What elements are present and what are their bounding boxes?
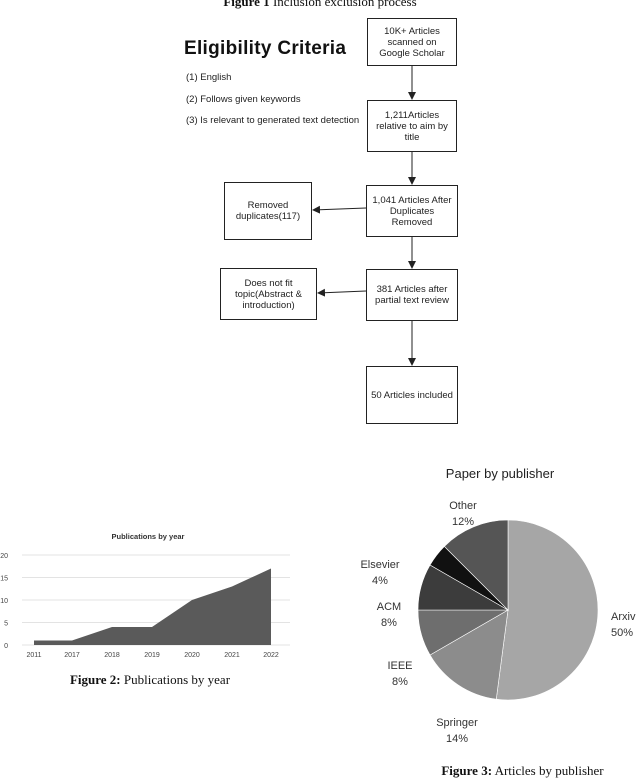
figure-1-caption: Figure 1 Inclusion exclusion process	[0, 0, 640, 10]
flow-box-text-review: 381 Articles after partial text review	[366, 269, 458, 321]
pie-label-name: Other	[449, 500, 477, 512]
pie-label-value: 14%	[445, 733, 469, 745]
criterion-3: (3) Is relevant to generated text detect…	[186, 115, 360, 126]
pie-label-value: 12%	[451, 516, 475, 528]
x-tick-2021: 2021	[224, 652, 240, 659]
pie-label-name: Elsevier	[360, 559, 400, 571]
pie-title: Paper by publisher	[445, 466, 555, 481]
figure-2-label: Figure 2:	[69, 672, 121, 687]
flow-box-title-filter: 1,211Articles relative to aim by title	[367, 100, 457, 152]
arrow-3-removed	[312, 205, 367, 214]
pie-label-value: 50%	[611, 627, 634, 639]
x-tick-2019: 2019	[144, 652, 160, 659]
pie-label-name: IEEE	[387, 660, 413, 672]
figure-1-label: Figure 1	[223, 0, 270, 9]
x-tick-2018: 2018	[104, 652, 120, 659]
arrow-4-notfit	[317, 288, 367, 297]
y-tick-15: 15	[0, 576, 8, 583]
pie-label-ieee: IEEE 8%	[370, 658, 430, 690]
flow-box-not-fit-topic: Does not fit topic(Abstract & introducti…	[220, 268, 317, 320]
publisher-pie-chart	[417, 519, 599, 701]
y-tick-10: 10	[0, 598, 8, 605]
figure-3-label: Figure 3:	[441, 763, 493, 778]
flow-box-included: 50 Articles included	[366, 366, 458, 424]
pie-label-name: Arxiv	[611, 611, 636, 623]
x-tick-2011: 2011	[26, 652, 41, 659]
pie-label-name: ACM	[376, 601, 402, 613]
publications-area-chart: Publications by year 0 5 10 15 20 2011 2017 2018…	[0, 532, 290, 659]
pie-label-acm: ACM 8%	[359, 599, 419, 631]
pie-slice-other	[443, 519, 509, 611]
pie-label-elsevier: Elsevier 4%	[350, 557, 410, 589]
pie-label-name: Springer	[436, 717, 478, 729]
pie-label-arxiv: Arxiv 50%	[611, 609, 640, 641]
figure-1-caption-text: Inclusion exclusion process	[272, 0, 417, 9]
x-tick-2022: 2022	[263, 652, 279, 659]
pie-label-value: 8%	[392, 676, 408, 688]
x-tick-2020: 2020	[184, 652, 200, 659]
eligibility-title: Eligibility Criteria	[184, 38, 347, 59]
flow-box-scanned: 10K+ Articles scanned on Google Scholar	[367, 18, 457, 66]
pie-slice-arxiv	[495, 519, 599, 701]
flow-box-removed-duplicates: Removed duplicates(117)	[224, 182, 312, 240]
area-chart-title: Publications by year	[112, 532, 185, 541]
y-tick-20: 20	[0, 553, 8, 560]
figure-3-caption: Figure 3: Articles by publisher	[405, 763, 640, 779]
area-series	[34, 568, 271, 645]
pie-slice-springer	[429, 609, 509, 700]
x-tick-2017: 2017	[64, 652, 80, 659]
y-tick-0: 0	[4, 643, 8, 650]
flowchart-connectors	[312, 66, 416, 366]
y-tick-5: 5	[4, 621, 8, 628]
figure-2-caption-text: Publications by year	[123, 672, 231, 687]
pie-label-value: 4%	[372, 575, 388, 587]
pie-label-springer: Springer 14%	[427, 715, 487, 747]
pie-label-other: Other 12%	[433, 498, 493, 530]
pie-label-value: 8%	[381, 617, 397, 629]
criterion-1: (1) English	[186, 72, 232, 83]
figure-3-caption-text: Articles by publisher	[494, 763, 604, 778]
flow-box-duplicates-removed: 1,041 Articles After Duplicates Removed	[366, 185, 458, 237]
figure-2-caption: Figure 2: Publications by year	[0, 672, 300, 688]
criterion-2: (2) Follows given keywords	[186, 94, 301, 105]
